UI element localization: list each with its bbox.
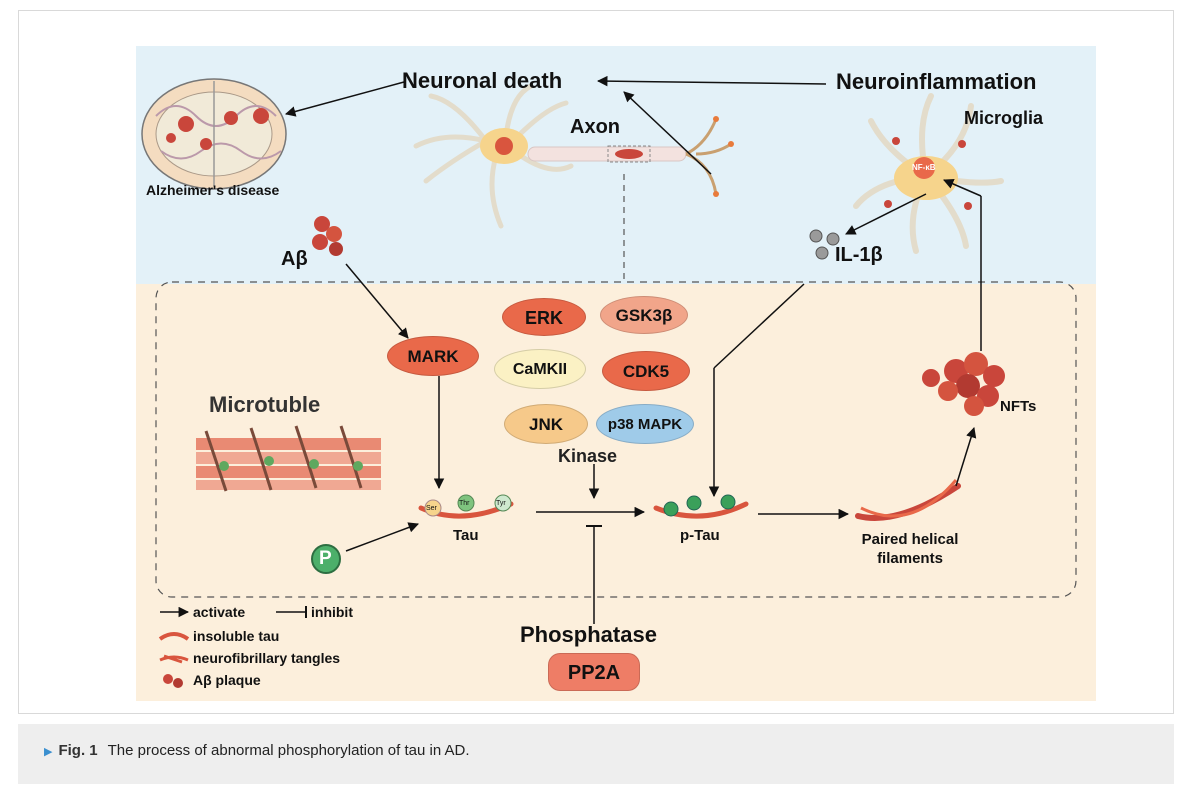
legend-plaque-icon-a <box>163 674 173 684</box>
jnk-kinase: JNK <box>504 404 588 444</box>
legend-activate: activate <box>193 604 246 620</box>
legend-insoluble-tau: insoluble tau <box>193 628 280 644</box>
kinase-label: Kinase <box>558 446 618 466</box>
ptau-label: p-Tau <box>680 527 720 544</box>
nfkb-label: NF-κB <box>912 163 936 172</box>
arrow-axon-to-death <box>623 91 712 175</box>
arrow-p-to-tau <box>345 522 419 552</box>
neuron-icon <box>413 83 734 229</box>
pp2a-enzyme: PP2A <box>548 653 640 691</box>
tyr-label: Tyr <box>496 500 506 507</box>
mark-kinase: MARK <box>387 336 479 376</box>
il1b-particles <box>809 229 840 260</box>
legend-nft-icon <box>159 654 189 664</box>
figure-frame: Neuronal death Neuroinflammation Axon Mi… <box>18 10 1174 714</box>
caption-fig-label: Fig. 1 <box>58 742 98 759</box>
arrow-abeta-to-mark <box>345 263 409 339</box>
gsk3b-kinase: GSK3β <box>600 296 688 334</box>
brain-icon <box>141 78 287 190</box>
thr-label: Thr <box>459 500 470 507</box>
legend-inhibit: inhibit <box>311 604 353 620</box>
arrow-il1b-line <box>713 283 805 369</box>
arrow-death-to-brain <box>284 81 405 117</box>
cell-region-background <box>136 284 1096 701</box>
ptau-icon <box>653 494 749 519</box>
neuronal-death-label: Neuronal death <box>402 68 563 93</box>
tau-icon <box>418 494 514 519</box>
nfts-icon <box>922 352 1005 416</box>
arrow-neuroinflammation-to-death <box>596 75 827 87</box>
abeta-label: Aβ <box>281 248 308 270</box>
cell-boundary <box>155 281 1077 598</box>
arrow-nfts-to-microglia-head <box>943 178 982 197</box>
microtube-label: Microtuble <box>209 392 321 417</box>
legend-plaque: Aβ plaque <box>193 672 261 688</box>
axon-label: Axon <box>570 116 620 138</box>
legend-plaque-icon-b <box>173 678 183 688</box>
phosphate-icon <box>311 544 341 574</box>
microglia-icon <box>853 93 1004 254</box>
tau-label: Tau <box>453 527 479 544</box>
phf-icon <box>855 479 961 521</box>
p38-kinase: p38 MAPK <box>596 404 694 444</box>
phosphatase-label: Phosphatase <box>520 622 657 647</box>
caption-triangle-icon: ▶ <box>44 746 53 758</box>
abeta-plaque-icon <box>312 216 343 256</box>
phf-label: Paired helical filaments <box>861 531 959 567</box>
phosphate-label: P <box>319 548 332 569</box>
erk-kinase: ERK <box>502 298 586 336</box>
il1b-label: IL-1β <box>835 244 883 266</box>
figure-caption: ▶ Fig. 1 The process of abnormal phosphory… <box>18 724 1174 784</box>
arrow-microglia-to-il1b <box>845 193 927 235</box>
arrow-phf-to-nfts <box>955 426 977 487</box>
neuroinflammation-label: Neuroinflammation <box>836 69 1037 94</box>
microglia-label: Microglia <box>964 108 1044 128</box>
ser-label: Ser <box>426 505 437 512</box>
legend-nft: neurofibrillary tangles <box>193 650 341 666</box>
cdk5-kinase: CDK5 <box>602 351 690 391</box>
camkii-kinase: CaMKII <box>494 349 586 389</box>
caption-text: The process of abnormal phosphorylation … <box>107 742 470 759</box>
tau-phosphorylation-diagram: Neuronal death Neuroinflammation Axon Mi… <box>136 46 1096 701</box>
legend-insoluble-tau-icon <box>158 632 190 641</box>
diagram-graphics <box>141 75 1077 688</box>
alzheimers-label: Alzheimer's disease <box>146 182 280 198</box>
nfts-label: NFTs <box>1000 398 1037 415</box>
microtubule-icon <box>196 425 381 492</box>
